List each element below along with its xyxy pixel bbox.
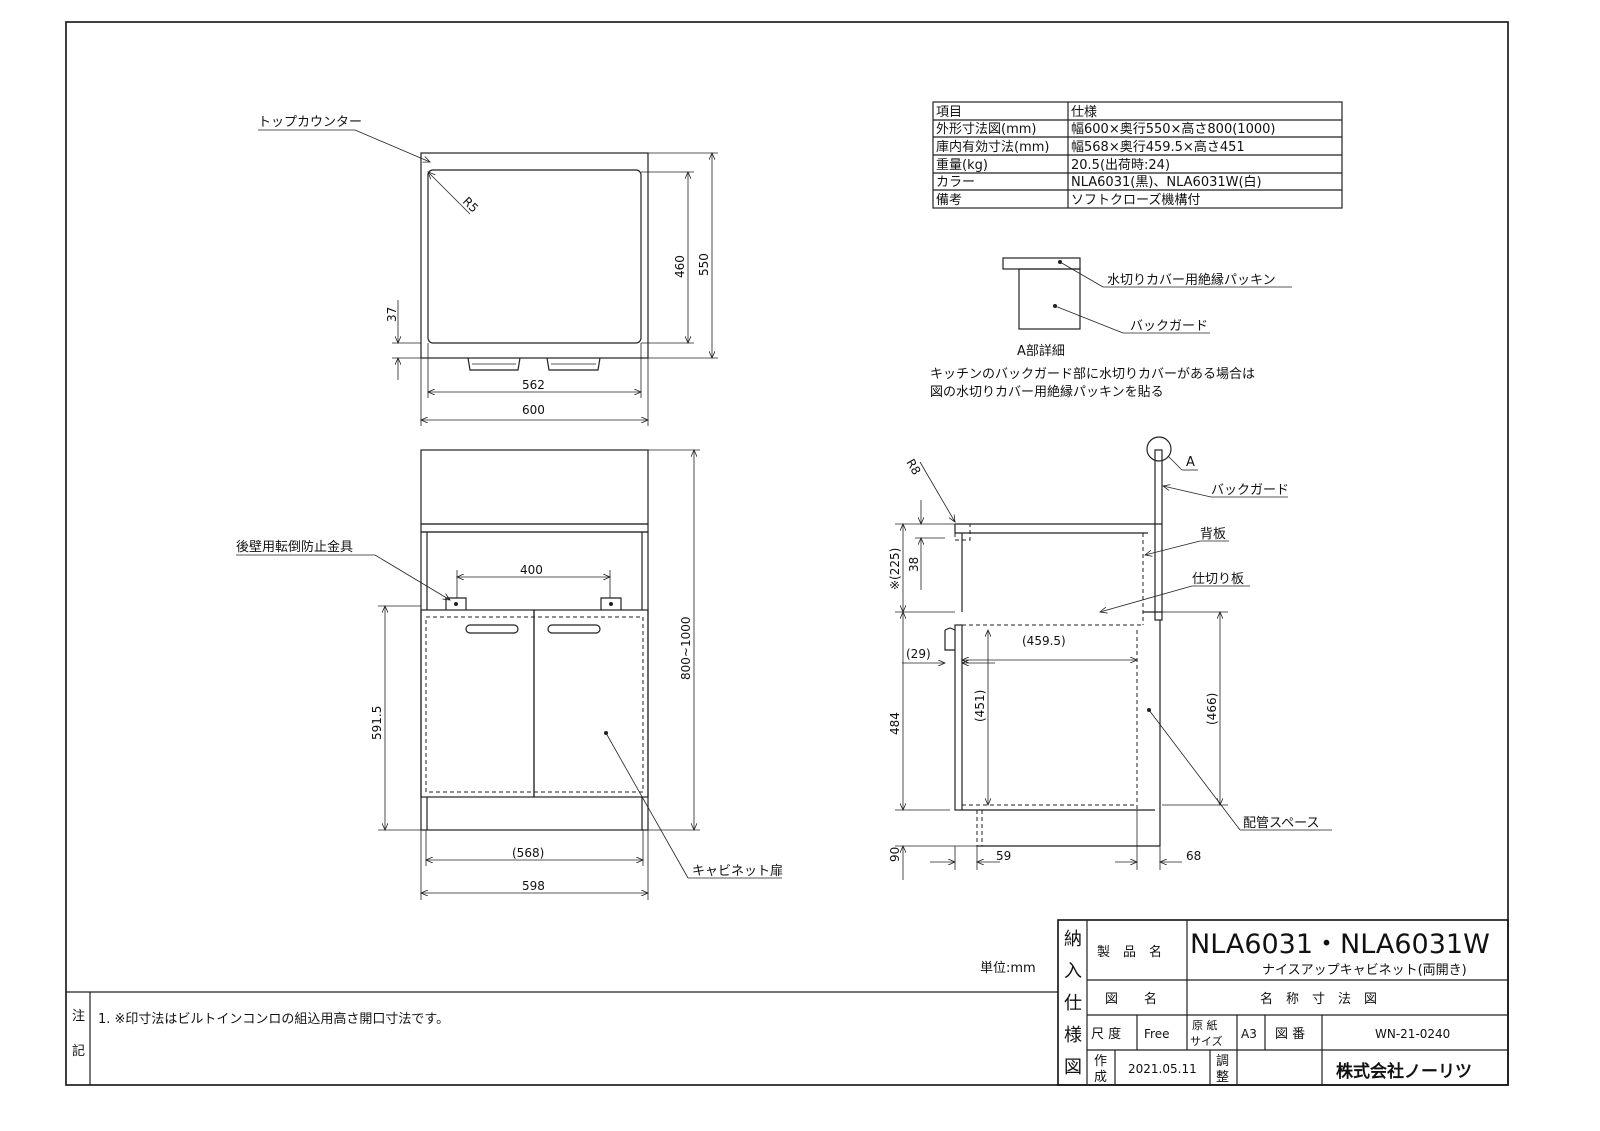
bracket-label: 後壁用転倒防止金具 (236, 539, 353, 555)
dim-68: 68 (1186, 849, 1201, 863)
detail-note: キッチンのバックガード部に水切りカバーがある場合は (930, 367, 1255, 382)
detail-title: A部詳細 (1017, 343, 1065, 359)
detail-a: 水切りカバー用絶縁パッキン バックガード A部詳細 キッチンのバックガード部に水… (930, 257, 1292, 400)
dim-466: (466) (1205, 693, 1219, 725)
dim-37: 37 (385, 307, 399, 322)
dim-591-5: 591.5 (370, 706, 384, 740)
back-panel-label: 背板 (1200, 527, 1226, 542)
dim-484: 484 (888, 712, 902, 735)
paper-size-label: 原 紙 (1192, 1018, 1218, 1032)
spec-row-value: 幅568×奥行459.5×高さ451 (1071, 139, 1245, 155)
spec-row-value: 20.5(出荷時:24) (1071, 158, 1170, 173)
dim-562: 562 (522, 378, 545, 392)
dim-460: 460 (673, 255, 687, 278)
created-label: 成 (1094, 1070, 1107, 1085)
dim-800-1000: 800~1000 (679, 617, 693, 681)
product-subtitle: ナイスアップキャビネット(両開き) (1262, 963, 1467, 978)
radius-r5: R5 (460, 194, 481, 215)
created-date: 2021.05.11 (1128, 1062, 1197, 1076)
front-view: 400 後壁用転倒防止金具 800~1000 591.5 (568) 598 キ… (236, 450, 783, 900)
product-name-label: 製 品 名 (1097, 944, 1162, 960)
dim-600: 600 (522, 403, 545, 417)
paper-size: A3 (1241, 1027, 1257, 1041)
spec-row-label: 重量(kg) (936, 157, 988, 173)
radius-r8: R8 (903, 457, 923, 478)
backguard-label: バックガード (1130, 319, 1208, 334)
drawing-no-label: 図 番 (1275, 1027, 1305, 1042)
product-code: NLA6031・NLA6031W (1190, 929, 1490, 960)
detail-note: 図の水切りカバー用絶縁パッキンを貼る (930, 384, 1164, 400)
drawing-name-label: 図 名 (1105, 991, 1157, 1007)
dim-38: 38 (907, 557, 921, 572)
packing-label: 水切りカバー用絶縁パッキン (1107, 272, 1276, 288)
partition-label: 仕切り板 (1192, 572, 1244, 587)
spec-row-label: カラー (936, 175, 975, 190)
title-vertical-char: 仕 (1064, 993, 1082, 1014)
dim-598: 598 (522, 879, 545, 893)
spec-row-label: 備考 (936, 192, 962, 208)
dim-90: 90 (888, 847, 902, 862)
pipe-space-label: 配管スペース (1243, 816, 1319, 831)
dim-225: ※(225) (888, 548, 902, 590)
note-item: 1. ※印寸法はビルトインコンロの組込用高さ開口寸法です。 (98, 1011, 449, 1027)
scale-value: Free (1144, 1027, 1169, 1041)
side-view: ※(225) 484 90 38 R8 (29) (459.5) (451) (… (888, 436, 1332, 880)
spec-row-value: 幅600×奥行550×高さ800(1000) (1071, 121, 1275, 137)
top-view: トップカウンター R5 550 460 37 562 600 (258, 115, 718, 426)
cabinet-door-label: キャビネット扉 (692, 863, 783, 879)
drawing-name: 名 称 寸 法 図 (1260, 991, 1377, 1007)
spec-row-label: 庫内有効寸法(mm) (936, 139, 1049, 155)
paper-size-label: サイズ (1190, 1034, 1223, 1048)
unit-label: 単位:mm (980, 960, 1036, 976)
spec-header-item: 項目 (936, 105, 962, 120)
dim-400: 400 (520, 563, 543, 577)
sheet-border (65, 21, 1509, 1086)
drawing-no: WN-21-0240 (1375, 1027, 1450, 1041)
top-counter-label: トップカウンター (258, 115, 362, 130)
dim-459-5: (459.5) (1022, 634, 1066, 648)
dim-29: (29) (906, 647, 931, 661)
scale-label: 尺 度 (1091, 1026, 1121, 1042)
title-vertical-char: 図 (1064, 1057, 1082, 1078)
dim-59: 59 (996, 849, 1011, 863)
title-vertical-char: 入 (1064, 961, 1082, 982)
created-label: 作 (1094, 1054, 1107, 1069)
checked-label: 整 (1216, 1070, 1229, 1085)
notes-heading: 記 (72, 1043, 85, 1059)
title-vertical-char: 納 (1064, 929, 1082, 950)
dim-550: 550 (697, 253, 711, 276)
dim-568: (568) (512, 846, 544, 860)
spec-row-value: ソフトクローズ機構付 (1071, 192, 1200, 208)
title-vertical-char: 様 (1064, 1025, 1082, 1046)
notes-heading: 注 (72, 1009, 85, 1024)
checked-label: 調 (1216, 1054, 1229, 1069)
spec-table: 項目 仕様 外形寸法図(mm) 幅600×奥行550×高さ800(1000) 庫… (932, 101, 1343, 209)
spec-header-spec: 仕様 (1071, 105, 1097, 120)
side-backguard-label: バックガード (1211, 483, 1289, 498)
dim-451: (451) (973, 690, 987, 722)
notes: 注 記 1. ※印寸法はビルトインコンロの組込用高さ開口寸法です。 (66, 991, 1058, 1085)
spec-row-value: NLA6031(黒)、NLA6031W(白) (1071, 174, 1262, 190)
spec-row-label: 外形寸法図(mm) (936, 122, 1036, 137)
company-logo: 株式会社ノーリツ (1336, 1061, 1472, 1082)
detail-a-marker: A (1186, 455, 1195, 470)
title-block: 納 入 仕 様 図 製 品 名 NLA6031・NLA6031W ナイスアップキ… (1057, 919, 1509, 1086)
